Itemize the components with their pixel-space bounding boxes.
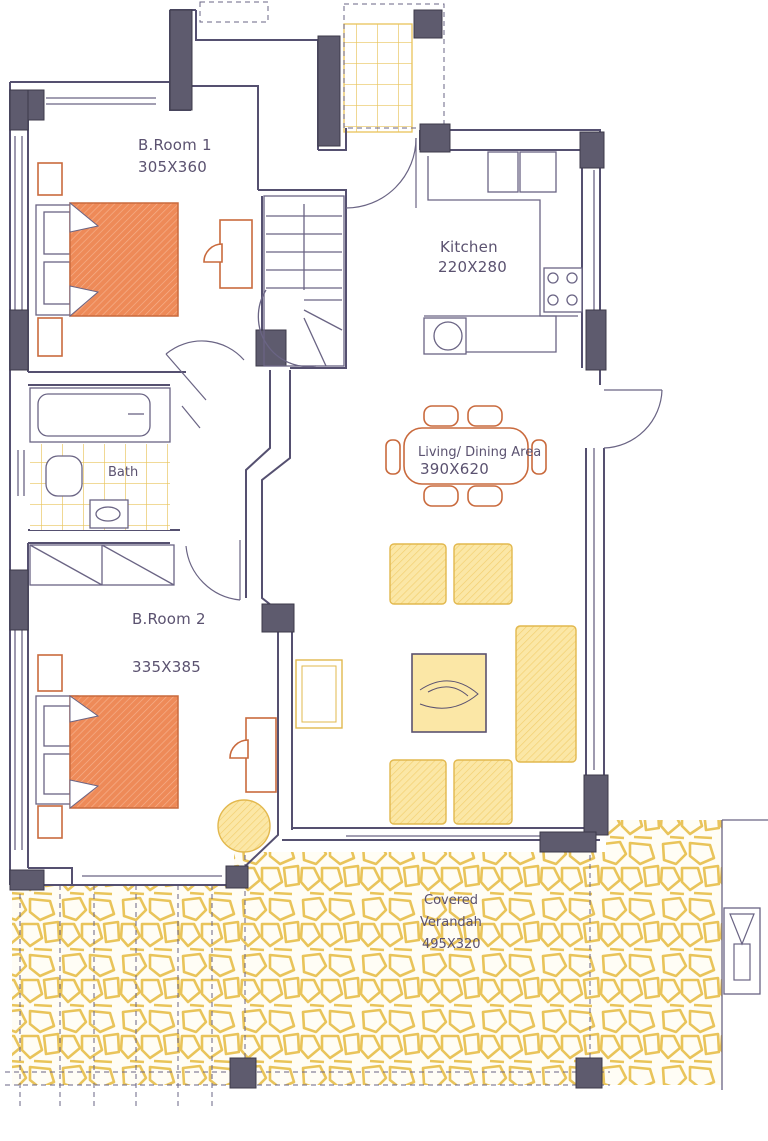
staircase xyxy=(257,195,345,368)
bathroom-fixtures xyxy=(17,387,171,530)
kitchen-fixtures xyxy=(423,151,583,355)
entrance-steps xyxy=(199,1,445,133)
bedroom-2-furniture xyxy=(29,544,277,853)
bedroom-1-furniture xyxy=(35,162,253,357)
room-label-bedroom-1-name: B.Room 1 xyxy=(138,136,212,154)
room-label-kitchen-size: 220X280 xyxy=(438,258,507,276)
structural-piers xyxy=(9,9,609,1089)
living-furniture xyxy=(295,543,577,825)
room-label-bedroom-1-size: 305X360 xyxy=(138,158,207,176)
room-label-bedroom-2-size: 335X385 xyxy=(132,658,201,676)
room-label-verandah-line-2: Verandah xyxy=(420,915,482,930)
room-label-verandah-line-1: Covered xyxy=(424,893,478,908)
room-labels: B.Room 1 305X360 Kitchen 220X280 Living/… xyxy=(108,136,541,952)
garden-bbq xyxy=(723,907,761,995)
room-label-bath-name: Bath xyxy=(108,465,138,480)
dining-set xyxy=(385,405,547,507)
room-label-living-name: Living/ Dining Area xyxy=(418,445,541,460)
doors xyxy=(165,137,663,601)
room-label-verandah-size: 495X320 xyxy=(422,937,481,952)
room-label-kitchen-name: Kitchen xyxy=(440,238,498,256)
verandah-paving xyxy=(5,819,768,1110)
room-label-living-size: 390X620 xyxy=(420,460,489,478)
room-label-bedroom-2-name: B.Room 2 xyxy=(132,610,206,628)
